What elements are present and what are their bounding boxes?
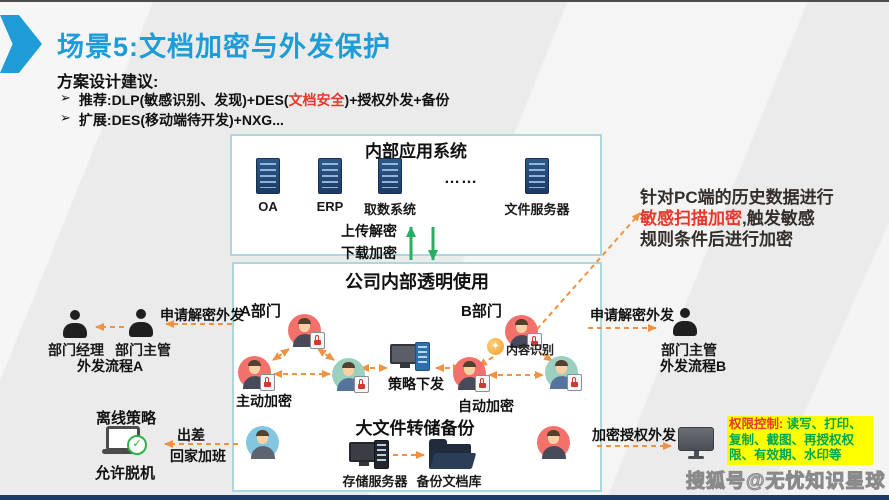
supervisor-b-silhouette-icon [672, 308, 698, 336]
annotation-line1: 针对PC端的历史数据进行 [640, 188, 834, 207]
download-encrypt-label: 下载加密 [341, 245, 397, 261]
process-a-label: 外发流程A [77, 358, 144, 374]
server-data: 取数系统 [360, 158, 420, 218]
supervisor-a-label: 部门主管 [115, 342, 171, 358]
avatar-dept-b-left [453, 357, 490, 392]
arrow-scan-annotation [530, 212, 641, 337]
supervisor-a-silhouette-icon [128, 309, 154, 337]
bullet-recommend-pre: 推荐:DLP(敏感识别、发现)+DES( [78, 92, 289, 108]
permission-control-block: 权限控制: 读写、打印、复制、截图、再授权权限、有效期、水印等 [727, 416, 873, 465]
left-request-label: 申请解密外发 [160, 307, 244, 323]
server-data-label: 取数系统 [363, 202, 416, 217]
annotation-line2: ,触发敏感 [742, 209, 815, 228]
upload-decrypt-label: 上传解密 [341, 223, 397, 239]
server-erp: ERP [300, 158, 360, 214]
storage-server-label: 存储服务器 [342, 474, 408, 489]
avatar-dept-a-left [238, 356, 275, 391]
avatar-dept-a-top [288, 314, 325, 349]
arrow-deptA-top-right [317, 348, 335, 361]
bullet-extend: ➢ 扩展:DES(移动端待开发)+NXG... [60, 110, 284, 130]
policy-server-icon [390, 342, 432, 371]
content-recognition-label: 内容识别 [506, 343, 555, 357]
overtime-label: 回家加班 [170, 448, 226, 464]
server-oa: OA [238, 158, 298, 214]
permission-title: 权限控制: [729, 417, 784, 431]
bullet-recommend-post: )+授权外发+备份 [344, 92, 450, 108]
internal-systems-box [230, 134, 602, 256]
encrypted-doc-icon [475, 375, 490, 392]
dept-a-label: A部门 [240, 303, 281, 320]
business-trip-label: 出差 [177, 427, 205, 443]
bullet-recommend-highlight: 文档安全 [288, 92, 345, 108]
bottom-bar [0, 495, 889, 500]
encrypted-doc-icon [567, 374, 582, 391]
offline-laptop-icon [102, 426, 147, 458]
bullet-extend-text: 扩展:DES(移动端待开发)+NXG... [78, 112, 284, 128]
server-file-label: 文件服务器 [504, 202, 570, 217]
arrow-deptA-top-left [272, 348, 290, 361]
watermark: 搜狐号@无忧知识星球 [686, 471, 886, 493]
manager-label: 部门经理 [48, 342, 104, 358]
internal-systems-title: 内部应用系统 [365, 142, 467, 161]
outbound-monitor-icon [678, 427, 714, 460]
ellipsis-label: …… [444, 170, 478, 187]
transparent-use-title: 公司内部透明使用 [345, 272, 489, 292]
bullet-recommend: ➢ 推荐:DLP(敏感识别、发现)+DES(文档安全)+授权外发+备份 [60, 90, 450, 110]
avatar-dept-b-right [545, 356, 582, 391]
bullet-recommend-text: 推荐:DLP(敏感识别、发现)+DES(文档安全)+授权外发+备份 [79, 90, 450, 110]
allow-offline-label: 允许脱机 [95, 465, 156, 482]
annotation-highlight: 敏感扫描加密 [640, 209, 742, 228]
outbound-label: 加密授权外发 [592, 427, 676, 443]
server-oa-label: OA [258, 199, 278, 214]
offline-policy-label: 离线策略 [96, 410, 157, 427]
backup-library-icon [429, 439, 477, 469]
storage-server-icon [349, 440, 391, 469]
server-icon [378, 158, 402, 194]
dept-b-label: B部门 [461, 303, 502, 320]
server-icon [525, 158, 549, 194]
subtitle: 方案设计建议: [57, 74, 159, 91]
server-erp-label: ERP [316, 199, 344, 214]
page-title: 场景5:文档加密与外发保护 [57, 32, 392, 62]
avatar-dept-b-top [505, 315, 542, 350]
dept-a-caption: 主动加密 [236, 393, 292, 409]
supervisor-b-label: 部门主管 [661, 342, 717, 358]
encrypted-doc-icon [260, 374, 275, 391]
avatar-outbound-user [537, 426, 570, 459]
backup-library-label: 备份文档库 [416, 474, 482, 489]
encrypted-doc-icon [354, 376, 369, 393]
policy-label: 策略下发 [388, 376, 444, 392]
top-divider [0, 0, 889, 2]
avatar-offline-user [246, 426, 279, 459]
encrypted-doc-icon [310, 332, 325, 349]
bullet-arrow-icon: ➢ [60, 90, 71, 105]
permission-text: 读写、打印、复制、截图、再授权权限、有效期、水印等 [729, 417, 862, 462]
server-ellipsis: …… [431, 158, 491, 188]
right-request-label: 申请解密外发 [590, 307, 674, 323]
avatar-dept-a-right [332, 358, 369, 393]
dept-b-caption: 自动加密 [458, 398, 514, 414]
manager-silhouette-icon [62, 310, 88, 338]
backup-title: 大文件转储备份 [355, 419, 475, 438]
server-file: 文件服务器 [504, 158, 570, 218]
check-icon [127, 435, 147, 455]
process-b-label: 外发流程B [660, 358, 727, 374]
server-icon [256, 158, 280, 194]
scan-annotation: 针对PC端的历史数据进行 敏感扫描加密,触发敏感 规则条件后进行加密 [640, 187, 880, 250]
server-icon [318, 158, 342, 194]
annotation-line3: 规则条件后进行加密 [640, 230, 793, 249]
content-recognition-icon [487, 338, 504, 355]
bullet-arrow-icon: ➢ [60, 110, 71, 125]
encrypted-doc-icon [527, 333, 542, 350]
